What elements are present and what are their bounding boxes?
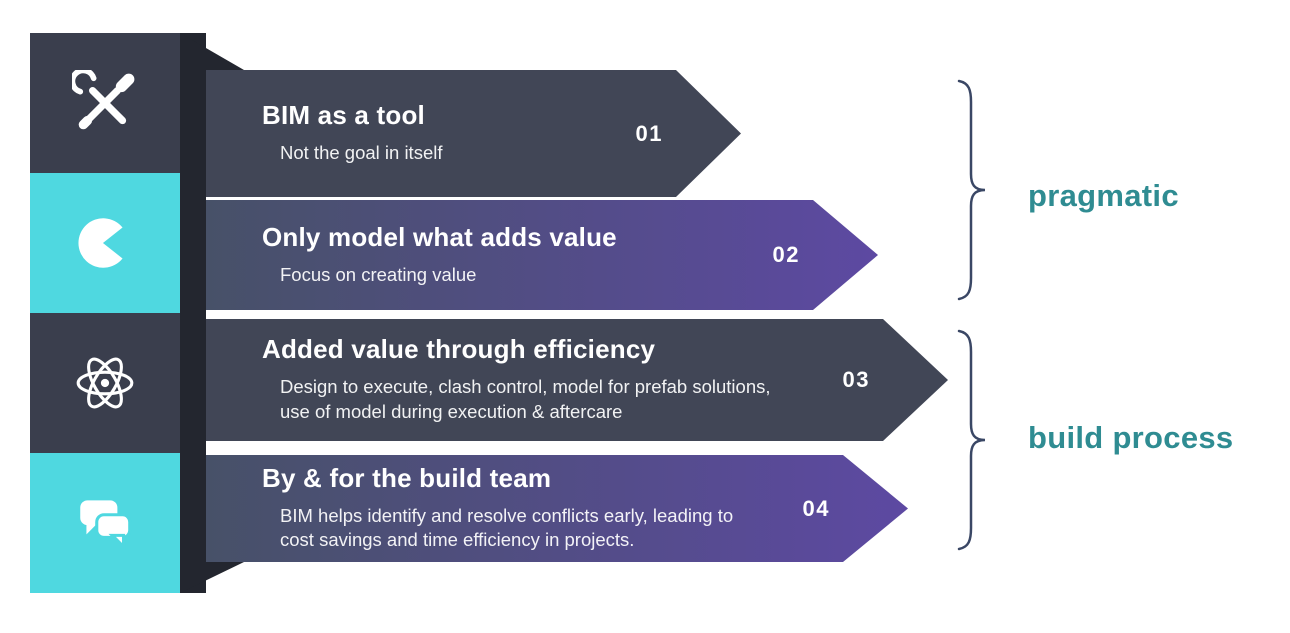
icon-cell-pacman xyxy=(30,173,180,313)
fold-edge xyxy=(180,33,206,593)
icon-cell-chat xyxy=(30,453,180,593)
arrow-4-number: 04 xyxy=(802,495,830,521)
pacman-icon xyxy=(78,218,123,268)
bracket-pragmatic xyxy=(957,79,986,301)
arrow-banner-3: Added value through efficiency Design to… xyxy=(206,319,948,441)
group-label-build-process: build process xyxy=(1028,420,1234,455)
group-label-pragmatic: pragmatic xyxy=(1028,178,1179,213)
icon-cell-tools xyxy=(30,33,180,173)
bracket-build-process xyxy=(957,329,986,551)
icon-column xyxy=(30,33,180,593)
arrow-banner-4: By & for the build team BIM helps identi… xyxy=(206,455,908,562)
tools-icon xyxy=(72,70,135,130)
arrow-1-subtitle: Not the goal in itself xyxy=(280,142,443,164)
arrow-banner-1: BIM as a tool Not the goal in itself 01 xyxy=(206,70,741,197)
arrow-4-title: By & for the build team xyxy=(262,462,552,493)
arrow-3-title: Added value through efficiency xyxy=(262,334,656,365)
atom-icon xyxy=(76,357,134,409)
arrow-1-title: BIM as a tool xyxy=(262,100,425,131)
arrow-4-subtitle: BIM helps identify and resolve conflicts… xyxy=(280,504,734,551)
arrow-3-subtitle: Design to execute, clash control, model … xyxy=(280,376,771,422)
arrow-2-subtitle: Focus on creating value xyxy=(280,263,477,285)
chat-icon xyxy=(80,500,132,551)
arrow-banner-2: Only model what adds value Focus on crea… xyxy=(206,200,878,310)
icon-cell-atom xyxy=(30,313,180,453)
arrow-1-number: 01 xyxy=(635,120,663,146)
arrow-2-title: Only model what adds value xyxy=(262,221,617,252)
fold-edge-bottom-wedge xyxy=(180,562,244,593)
arrow-2-number: 02 xyxy=(772,242,800,267)
arrow-3-number: 03 xyxy=(842,367,870,392)
